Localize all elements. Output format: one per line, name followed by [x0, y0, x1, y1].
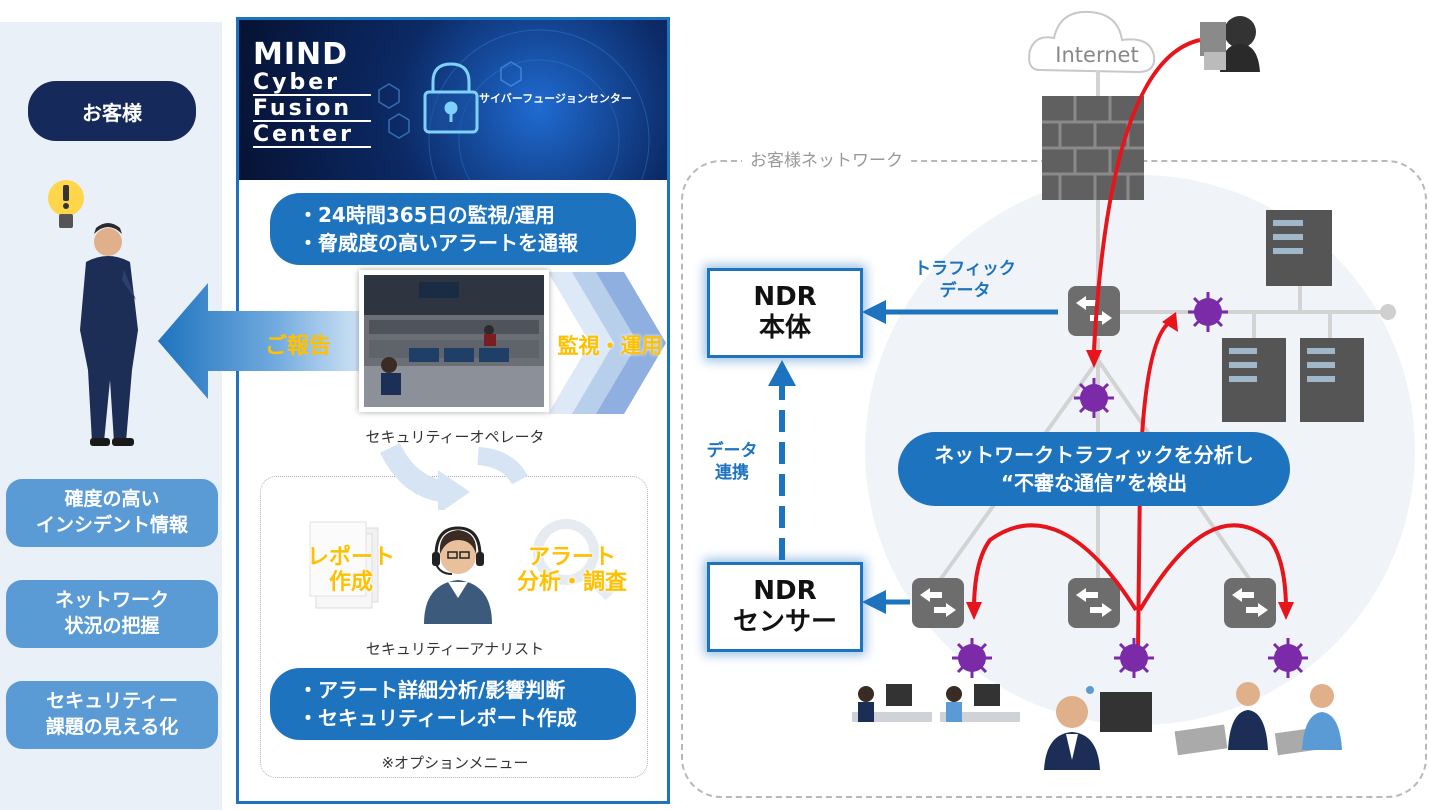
customer-title: お客様 [28, 81, 196, 141]
analyst-service-pill: ・アラート詳細分析/影響判断 ・セキュリティーレポート作成 [270, 668, 636, 740]
customer-column [0, 22, 222, 810]
report-arrow [158, 283, 368, 399]
traffic-data-label: トラフィック データ [914, 259, 1016, 302]
customer-person [48, 180, 138, 446]
report-creation-label: レポート 作成 [306, 545, 395, 596]
lock-icon [423, 62, 479, 134]
service-line-1: ・24時間365日の監視/運用 [298, 203, 555, 227]
virus-icon [1268, 638, 1308, 678]
cycle-arrows [380, 442, 528, 510]
virus-icon [1074, 378, 1114, 418]
benefit-security-visibility: セキュリティー 課題の見える化 [6, 681, 218, 749]
magnifier-icon [533, 519, 615, 601]
virus-icon [1114, 638, 1154, 678]
analyst-line-1: ・アラート詳細分析/影響判断 [298, 678, 566, 702]
banner-graphic [378, 29, 650, 180]
analysis-pill: ネットワークトラフィックを分析し “不審な通信”を検出 [898, 432, 1290, 506]
firewall-icon [1042, 96, 1144, 200]
switch-icon [912, 578, 964, 628]
server-icon [1222, 338, 1286, 422]
analyst-caption: セキュリティーアナリスト [365, 640, 545, 658]
switch-icon [1068, 578, 1120, 628]
banner-center: Center [253, 124, 371, 148]
analyst-person [424, 526, 492, 624]
server-icon [1266, 210, 1332, 286]
server-icon [1300, 338, 1364, 422]
option-note: ※オプションメニュー [381, 754, 529, 772]
switch-icon [1068, 286, 1120, 336]
banner-cyber: Cyber [253, 72, 371, 96]
analysis-line-1: ネットワークトラフィックを分析し [934, 443, 1254, 467]
lightbulb-icon [48, 180, 84, 228]
cfc-banner: MIND Cyber Fusion Center サイバーフュージョンセンター [239, 20, 667, 180]
traffic-arrow [862, 300, 1058, 324]
office-workers-right [1174, 682, 1342, 756]
banner-subtitle: サイバーフュージョンセンター [479, 92, 632, 105]
operator-photo-frame [359, 270, 549, 412]
report-label: ご報告 [264, 334, 331, 359]
operator-photo [364, 275, 544, 407]
switch-icon [1224, 578, 1276, 628]
alert-analysis-label: アラート 分析・調査 [516, 545, 627, 596]
virus-icon [952, 638, 992, 678]
benefit-incident-info: 確度の高い インシデント情報 [6, 479, 218, 547]
monitoring-label: 監視・運用 [557, 334, 663, 358]
ndr-main-box: NDR 本体 [707, 268, 863, 358]
monitoring-chevrons [548, 272, 666, 414]
analysis-line-2: “不審な通信”を検出 [1000, 471, 1188, 495]
customer-network-label: お客様ネットワーク [742, 146, 911, 171]
data-link-arrow [768, 360, 796, 560]
virus-icon [1188, 292, 1228, 332]
operator-caption: セキュリティーオペレータ [365, 428, 545, 446]
service-pill: ・24時間365日の監視/運用 ・脅威度の高いアラートを通報 [270, 193, 636, 265]
benefit-network-status: ネットワーク 状況の把握 [6, 580, 218, 648]
hacker-icon [1200, 16, 1260, 72]
office-workers-left [852, 684, 1020, 722]
service-line-2: ・脅威度の高いアラートを通報 [298, 231, 578, 255]
confused-worker [1044, 686, 1152, 770]
banner-fusion: Fusion [253, 98, 371, 122]
data-link-label: データ 連携 [706, 441, 758, 484]
banner-mind: MIND [253, 37, 349, 72]
ndr-sensor-box: NDR センサー [707, 562, 863, 652]
internet-label: Internet [1055, 43, 1139, 67]
report-documents-icon [309, 521, 379, 609]
sensor-arrow [862, 590, 910, 614]
analyst-option-box [260, 476, 648, 778]
cloud-icon [1028, 10, 1156, 74]
analyst-line-2: ・セキュリティーレポート作成 [298, 706, 577, 730]
